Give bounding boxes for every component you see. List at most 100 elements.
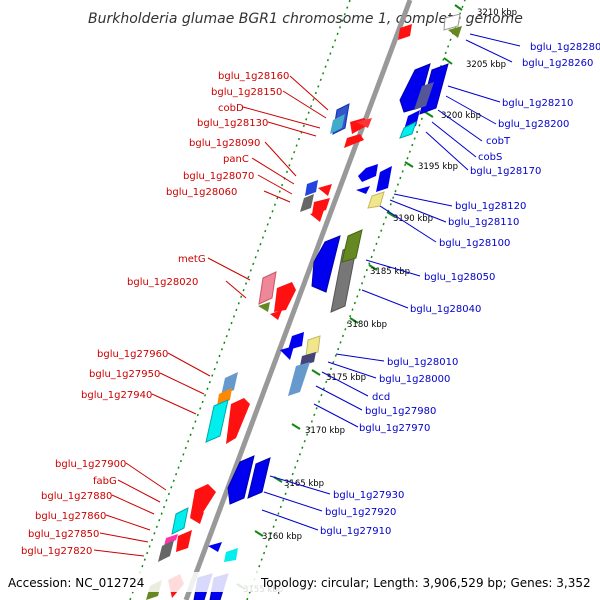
gene-label[interactable]: bglu_1g27980 — [365, 406, 436, 417]
gene-arrow[interactable] — [288, 362, 310, 396]
gene-arrow[interactable] — [208, 542, 222, 552]
gene-label[interactable]: bglu_1g28020 — [127, 277, 198, 288]
gene-label[interactable]: bglu_1g28200 — [498, 119, 569, 130]
gene-label[interactable]: bglu_1g28110 — [448, 217, 519, 228]
scale-label: 3205 kbp — [466, 60, 506, 70]
inner-guide-line — [129, 0, 351, 600]
gene-label[interactable]: bglu_1g27820 — [21, 546, 92, 557]
gene-label[interactable]: bglu_1g28060 — [166, 187, 237, 198]
gene-arrow[interactable] — [318, 184, 332, 196]
gene-arrow[interactable] — [310, 210, 324, 222]
gene-arrow[interactable] — [190, 512, 204, 524]
gene-arrow[interactable] — [280, 346, 294, 360]
scale-label: 3165 kbp — [284, 479, 324, 489]
gene-arrow[interactable] — [288, 332, 304, 350]
gene-arrow[interactable] — [398, 24, 412, 40]
scale-label: 3175 kbp — [326, 373, 366, 383]
scale-label: 3190 kbp — [393, 214, 433, 224]
gene-arrow[interactable] — [190, 484, 216, 518]
gene-arrow[interactable] — [356, 186, 370, 194]
gene-arrow[interactable] — [341, 229, 363, 263]
gene-arrow[interactable] — [312, 198, 330, 214]
gene-arrow[interactable] — [226, 398, 250, 444]
gene-arrow[interactable] — [270, 310, 282, 320]
gene-label[interactable]: bglu_1g28100 — [439, 238, 510, 249]
gene-label[interactable]: bglu_1g28170 — [470, 166, 541, 177]
gene-label[interactable]: bglu_1g27860 — [35, 511, 106, 522]
gene-arrow[interactable] — [367, 191, 385, 209]
gene-label[interactable]: bglu_1g28120 — [455, 201, 526, 212]
gene-label[interactable]: bglu_1g28090 — [189, 138, 260, 149]
gene-arrow[interactable] — [171, 507, 189, 535]
gene-arrow[interactable] — [376, 166, 392, 192]
chromosome-backbone — [183, 0, 413, 600]
scale-label: 3180 kbp — [347, 320, 387, 330]
gene-arrow[interactable] — [221, 372, 238, 396]
scale-label: 3200 kbp — [441, 111, 481, 121]
gene-label[interactable]: bglu_1g27960 — [97, 349, 168, 360]
gene-arrow[interactable] — [224, 548, 238, 562]
gene-arrow[interactable] — [258, 271, 277, 305]
gene-label[interactable]: dcd — [372, 392, 390, 403]
gene-arrow[interactable] — [358, 164, 378, 182]
gene-arrow[interactable] — [158, 540, 174, 562]
gene-label[interactable]: cobD — [218, 103, 244, 114]
gene-arrow[interactable] — [356, 118, 372, 128]
left-leader-lines — [93, 75, 329, 557]
gene-arrow[interactable] — [404, 110, 420, 130]
gene-label[interactable]: cobT — [486, 136, 511, 147]
gene-label[interactable]: bglu_1g27900 — [55, 459, 126, 470]
gene-label[interactable]: bglu_1g27920 — [325, 507, 396, 518]
gene-arrow[interactable] — [414, 82, 434, 110]
gene-label[interactable]: bglu_1g27850 — [28, 529, 99, 540]
topology-text: Topology: circular; Length: 3,906,529 bp… — [260, 576, 591, 590]
gene-label[interactable]: bglu_1g28050 — [424, 272, 495, 283]
gene-label[interactable]: bglu_1g28280 — [530, 42, 600, 53]
right-leader-lines — [261, 33, 521, 531]
gene-arrow[interactable] — [300, 352, 316, 366]
gene-label[interactable]: metG — [178, 254, 206, 265]
gene-arrow[interactable] — [164, 534, 178, 546]
gene-arrow[interactable] — [443, 13, 461, 31]
gene-label[interactable]: bglu_1g27930 — [333, 490, 404, 501]
gene-label[interactable]: bglu_1g28260 — [522, 58, 593, 69]
gene-label[interactable]: bglu_1g28010 — [387, 357, 458, 368]
gene-label[interactable]: cobS — [478, 152, 502, 163]
gene-arrow[interactable] — [399, 63, 431, 113]
gene-label[interactable]: bglu_1g28040 — [410, 304, 481, 315]
gene-label[interactable]: panC — [223, 154, 249, 165]
gene-label[interactable]: bglu_1g28150 — [211, 87, 282, 98]
scale-label: 3170 kbp — [305, 426, 345, 436]
gene-label[interactable]: bglu_1g27950 — [89, 369, 160, 380]
gene-label[interactable]: bglu_1g27940 — [81, 390, 152, 401]
gene-arrow[interactable] — [330, 114, 345, 134]
gene-arrow[interactable] — [305, 335, 321, 357]
gene-arrow[interactable] — [227, 455, 255, 505]
gene-arrow[interactable] — [448, 26, 462, 38]
gene-label[interactable]: bglu_1g27910 — [320, 526, 391, 537]
accession-text: Accession: NC_012724 — [8, 576, 144, 590]
gene-arrow[interactable] — [176, 530, 192, 552]
gene-arrow[interactable] — [399, 121, 417, 139]
gene-arrow[interactable] — [311, 235, 341, 293]
gene-arrow[interactable] — [258, 302, 270, 312]
gene-label[interactable]: fabG — [93, 476, 117, 487]
gene-label[interactable]: bglu_1g27970 — [359, 423, 430, 434]
gene-arrow[interactable] — [274, 282, 296, 312]
gene-arrow[interactable] — [344, 134, 364, 148]
scale-label: 3195 kbp — [418, 162, 458, 172]
gene-label[interactable]: bglu_1g28070 — [183, 171, 254, 182]
gene-arrow[interactable] — [305, 180, 318, 196]
gene-label[interactable]: bglu_1g28130 — [197, 118, 268, 129]
gene-label[interactable]: bglu_1g28160 — [218, 71, 289, 82]
scale-label: 3160 kbp — [262, 532, 302, 542]
gene-arrow[interactable] — [205, 399, 229, 443]
gene-arrow[interactable] — [300, 194, 314, 212]
gene-arrow[interactable] — [217, 388, 232, 406]
gene-label[interactable]: bglu_1g28000 — [379, 374, 450, 385]
reverse-strand-genes — [193, 13, 462, 600]
gene-arrow[interactable] — [247, 457, 271, 499]
gene-label[interactable]: bglu_1g28210 — [502, 98, 573, 109]
gene-label[interactable]: bglu_1g27880 — [41, 491, 112, 502]
